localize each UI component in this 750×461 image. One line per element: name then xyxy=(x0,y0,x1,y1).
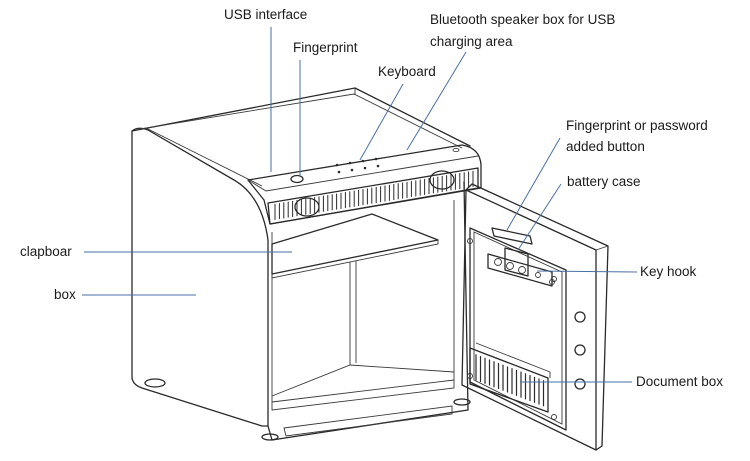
leader-bluetooth xyxy=(406,51,467,151)
safe-interior xyxy=(271,213,455,403)
labels: USB interface Fingerprint Keyboard Bluet… xyxy=(20,7,723,389)
label-keyboard: Keyboard xyxy=(378,64,436,79)
label-key-hook: Key hook xyxy=(640,264,697,279)
label-document-box: Document box xyxy=(636,374,723,389)
leader-keyboard xyxy=(359,83,404,161)
label-box: box xyxy=(54,287,76,302)
safe-body xyxy=(131,87,471,441)
document-box-slats xyxy=(475,354,545,407)
document-box xyxy=(469,347,549,413)
leader-fp-button xyxy=(506,137,561,231)
label-fp-button-line2: added button xyxy=(566,139,645,154)
control-panel xyxy=(247,144,482,225)
speaker-grille xyxy=(274,170,474,220)
right-speaker xyxy=(429,170,455,190)
battery-case xyxy=(504,247,529,277)
left-speaker xyxy=(294,197,320,217)
label-clapboard: clapboar xyxy=(20,244,72,259)
leader-key-hook xyxy=(536,270,638,273)
added-button-slot xyxy=(491,227,533,245)
leader-lines xyxy=(82,27,638,383)
keypad-dots xyxy=(335,157,380,174)
fingerprint-sensor xyxy=(290,174,304,184)
label-bluetooth-line2: charging area xyxy=(430,34,513,49)
label-usb-interface: USB interface xyxy=(224,7,307,22)
label-battery-case: battery case xyxy=(567,174,641,189)
label-fp-button-line1: Fingerprint or password xyxy=(566,118,708,133)
safe-door xyxy=(461,183,609,451)
label-bluetooth-line1: Bluetooth speaker box for USB xyxy=(430,12,615,27)
key-hook-rail xyxy=(487,253,553,287)
leader-battery xyxy=(517,183,562,251)
clapboard-shelf xyxy=(271,213,439,275)
label-fingerprint: Fingerprint xyxy=(293,40,358,55)
